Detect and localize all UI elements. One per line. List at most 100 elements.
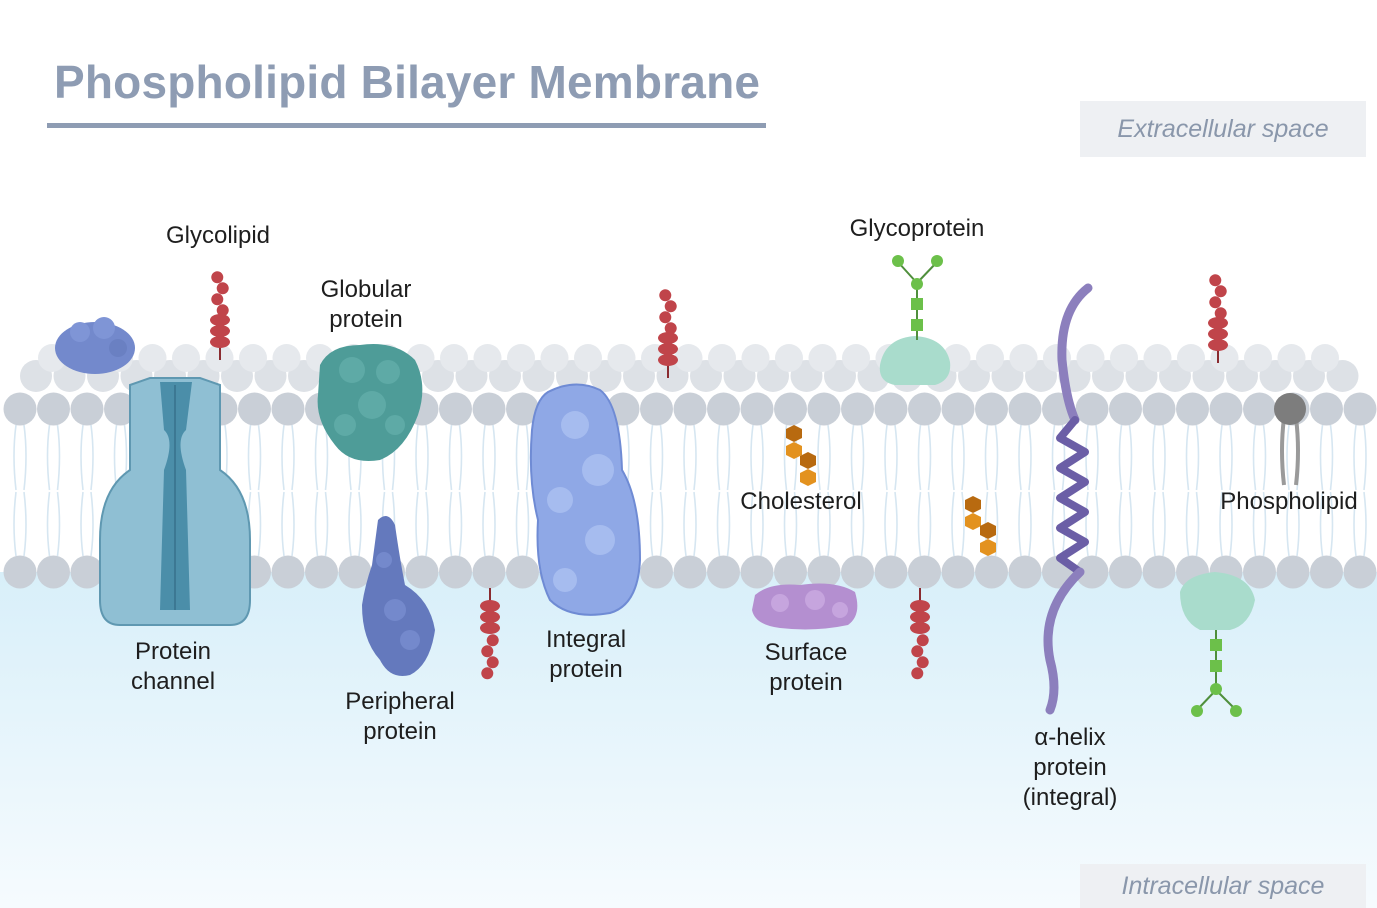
lipid-head	[775, 344, 803, 372]
lipid-tail	[56, 424, 61, 491]
peripheral-protein-icon	[362, 516, 435, 676]
lipid-tail	[458, 491, 463, 557]
lipid-tail	[525, 424, 530, 491]
lipid-tail	[1051, 491, 1056, 557]
lipid-head	[1209, 392, 1243, 426]
lipid-head	[1075, 392, 1109, 426]
lipid-head	[1310, 555, 1343, 589]
lipid-tail	[1286, 491, 1290, 557]
lipid-tail	[13, 491, 17, 557]
lipid-tail	[1363, 491, 1367, 557]
lipid-head	[507, 344, 535, 372]
surface-protein-icon	[752, 583, 858, 630]
lipid-head	[874, 555, 908, 589]
lipid-tail	[482, 491, 486, 557]
lipid-tail	[1329, 424, 1334, 491]
integral-protein-label: Integral protein	[545, 626, 627, 683]
lipid-tail	[726, 491, 731, 557]
cholesterol-label: Cholesterol	[740, 488, 862, 515]
lipid-tail	[1128, 491, 1133, 557]
lipid-head	[440, 344, 468, 372]
lipid-tail	[894, 424, 898, 491]
lipid-tail	[13, 424, 17, 491]
lipid-head	[70, 555, 104, 589]
lipid-tail	[492, 491, 496, 557]
lipid-head	[238, 392, 271, 426]
lipid-head	[574, 344, 602, 372]
lipid-tail	[1353, 491, 1357, 557]
lipid-tail	[1028, 491, 1032, 557]
lipid-tail	[1018, 491, 1022, 557]
lipid-tail	[783, 491, 788, 557]
page-title: Phospholipid Bilayer Membrane	[54, 56, 761, 108]
lipid-head	[473, 344, 502, 372]
lipid-tail	[1195, 491, 1200, 557]
lipid-tail	[291, 424, 295, 491]
lipid-head	[1142, 555, 1176, 589]
lipid-tail	[425, 491, 429, 557]
lipid-head	[1176, 392, 1209, 426]
lipid-head	[1075, 555, 1109, 589]
lipid-tail	[683, 491, 687, 557]
lipid-head	[1310, 392, 1343, 426]
small-globular-protein-icon	[55, 317, 135, 374]
lipid-head	[1008, 555, 1042, 589]
lipid-tail	[1363, 424, 1367, 491]
lipid-tail	[46, 424, 51, 491]
lipid-tail	[324, 424, 329, 491]
lipid-tail	[515, 491, 520, 557]
lipid-head	[1343, 555, 1377, 589]
glycolipid-icon	[210, 271, 230, 360]
lipid-tail	[257, 424, 262, 491]
lipid-tail	[760, 424, 764, 491]
lipid-tail	[994, 424, 999, 491]
lipid-head	[841, 555, 874, 589]
lipid-head	[674, 344, 703, 372]
lipid-head	[673, 392, 707, 426]
lipid-tail	[1319, 491, 1324, 557]
lipid-head	[640, 555, 673, 589]
lipid-head	[708, 344, 736, 372]
lipid-head	[3, 555, 37, 589]
lipid-tail	[659, 491, 664, 557]
lipid-head	[1142, 392, 1176, 426]
lipid-head	[707, 555, 740, 589]
lipid-head	[70, 392, 104, 426]
lipid-tail	[984, 424, 989, 491]
lipid-tail	[1162, 491, 1166, 557]
lipid-head	[774, 555, 807, 589]
lipid-tail	[683, 424, 687, 491]
lipid-head	[172, 344, 200, 372]
lipid-tail	[415, 424, 419, 491]
lipid-tail	[358, 491, 362, 557]
lipid-head	[3, 392, 37, 426]
glycoprotein-label: Glycoprotein	[849, 215, 985, 242]
lipid-tail	[927, 424, 932, 491]
surface-protein-label: Surface protein	[764, 639, 848, 696]
lipid-head	[271, 555, 305, 589]
cholesterol-icon-2	[965, 496, 996, 556]
lipid-tail	[80, 424, 84, 491]
lipid-head	[1244, 344, 1272, 372]
lipid-head	[239, 344, 267, 372]
cholesterol-icon	[786, 425, 816, 486]
lipid-head	[305, 555, 338, 589]
lipid-tail	[860, 491, 865, 557]
lipid-head	[841, 392, 874, 426]
lipid-tail	[482, 424, 486, 491]
lipid-tail	[1296, 491, 1300, 557]
protein-channel-icon	[99, 377, 251, 626]
lipid-tail	[827, 424, 831, 491]
lipid-head	[472, 392, 506, 426]
lipid-head	[908, 392, 941, 426]
lipid-tail	[884, 491, 888, 557]
lipid-tail	[1085, 491, 1089, 557]
glycolipid-icon	[910, 588, 930, 680]
lipid-head	[271, 392, 305, 426]
glycolipid-icon	[480, 588, 500, 680]
lipid-head	[807, 392, 841, 426]
lipid-tail	[314, 424, 319, 491]
lipid-tail	[1229, 491, 1233, 557]
